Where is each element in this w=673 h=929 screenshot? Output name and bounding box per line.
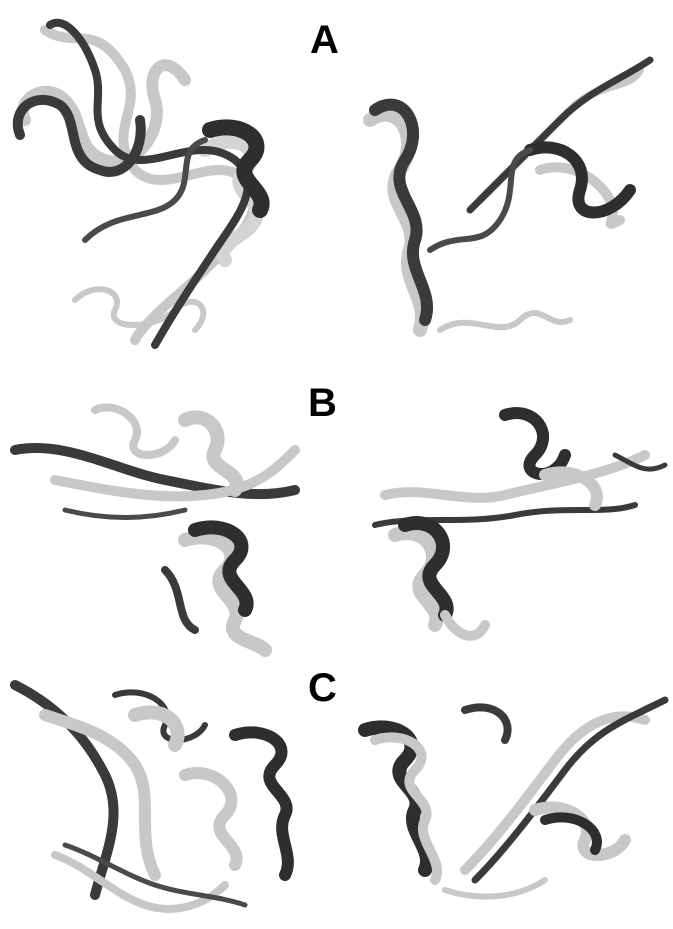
panel-a-left-structure xyxy=(5,10,325,355)
panel-c-right-structure xyxy=(345,680,670,925)
protein-ribbon-superposition-icon xyxy=(345,680,670,925)
protein-ribbon-superposition-icon xyxy=(5,10,325,355)
protein-ribbon-superposition-icon xyxy=(5,675,335,925)
protein-ribbon-superposition-icon xyxy=(5,390,335,660)
panel-c-left-structure xyxy=(5,675,335,925)
panel-b-left-structure xyxy=(5,390,335,660)
protein-ribbon-superposition-icon xyxy=(340,50,670,360)
panel-a-right-structure xyxy=(340,50,670,360)
protein-ribbon-superposition-icon xyxy=(345,395,670,665)
panel-b-right-structure xyxy=(345,395,670,665)
